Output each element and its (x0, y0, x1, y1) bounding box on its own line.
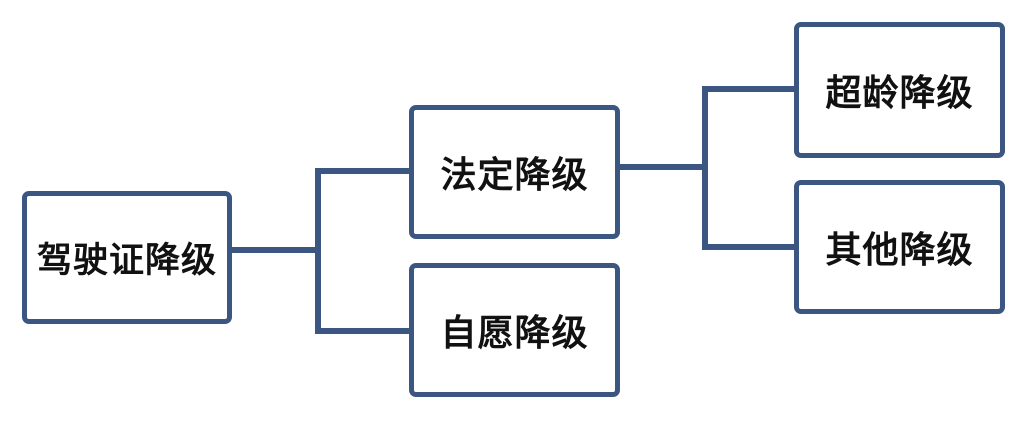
node-voluntary-downgrade: 自愿降级 (409, 263, 620, 397)
node-label: 驾驶证降级 (36, 241, 217, 281)
node-driver-license-downgrade: 驾驶证降级 (22, 191, 232, 324)
node-label: 其他降级 (825, 230, 974, 271)
node-label: 法定降级 (440, 155, 589, 196)
connector-root-to-level1 (229, 168, 412, 334)
connector-legal-to-level2 (617, 86, 797, 250)
node-other-downgrade: 其他降级 (794, 180, 1005, 314)
node-legal-downgrade: 法定降级 (409, 105, 620, 239)
node-label: 超龄降级 (825, 73, 974, 114)
node-label: 自愿降级 (440, 313, 589, 354)
node-overage-downgrade: 超龄降级 (794, 22, 1005, 158)
